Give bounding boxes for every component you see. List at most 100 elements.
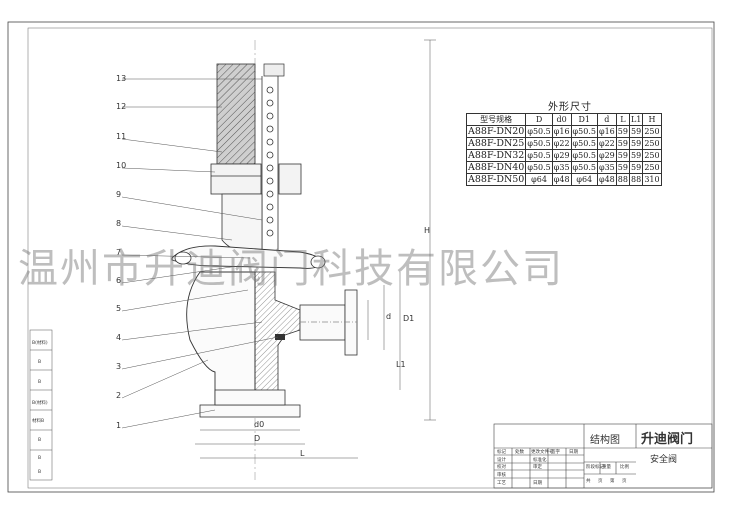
table-cell: φ50.5 <box>570 149 598 162</box>
callout-leaders <box>121 78 279 429</box>
callout-9: 9 <box>116 190 122 199</box>
part-name: 安全阀 <box>650 455 678 465</box>
col-header: 型号规格 <box>465 113 527 126</box>
table-cell: φ50.5 <box>525 161 553 174</box>
tb-design-label: 设计 <box>497 458 506 463</box>
table-row: A88F-DN32 φ50.5 φ29 φ50.5 φ29 59 59 250 <box>465 149 662 162</box>
inlet-flange <box>199 389 301 418</box>
callout-11: 11 <box>116 132 127 141</box>
table-cell: φ29 <box>596 149 617 162</box>
col-header: H <box>642 113 662 126</box>
table-cell: φ50.5 <box>525 125 553 138</box>
table-cell: 250 <box>642 149 662 162</box>
tb-quantity: 重量 <box>602 465 611 470</box>
table-cell: φ48 <box>551 173 572 186</box>
table-cell: 250 <box>642 137 662 150</box>
callout-12: 12 <box>116 102 127 111</box>
dim-d: d <box>386 312 392 321</box>
tb-date-label: 日期 <box>533 481 542 486</box>
dimension-lines <box>195 39 436 459</box>
handle-cylinder <box>216 63 285 165</box>
table-cell: 59 <box>628 149 644 162</box>
table-cell: A88F-DN20 <box>465 125 527 138</box>
title-block-frame <box>493 423 713 489</box>
table-cell: φ50.5 <box>570 125 598 138</box>
callout-4: 4 <box>116 333 122 342</box>
callout-3: 3 <box>116 362 122 371</box>
tb-sheet-total: 共 <box>586 479 591 484</box>
table-cell: 59 <box>628 161 644 174</box>
col-header: d0 <box>551 113 572 126</box>
side-block-cell: B <box>38 438 42 443</box>
tb-standardize-label: 标准化 <box>533 458 547 463</box>
side-block-cell: 材料B <box>32 419 45 424</box>
table-cell: A88F-DN25 <box>465 137 527 150</box>
valve-body <box>186 271 256 406</box>
col-header: D1 <box>570 113 598 126</box>
dimension-table: 型号规格 D d0 D1 d L L1 H A88F-DN20 φ50.5 φ1… <box>465 113 662 186</box>
table-cell: 59 <box>615 137 630 150</box>
tb-review-label: 审定 <box>533 465 542 470</box>
tb-header-cell: 处数 <box>515 450 524 455</box>
col-header: L <box>615 113 630 126</box>
side-block-cell: B <box>38 470 42 475</box>
table-title: 外形尺寸 <box>548 102 592 113</box>
bonnet-nut <box>210 163 302 195</box>
table-cell: 59 <box>615 161 630 174</box>
disc-seal <box>275 334 285 340</box>
table-row: A88F-DN40 φ50.5 φ35 φ50.5 φ35 59 59 250 <box>465 161 662 174</box>
col-header: d <box>596 113 617 126</box>
table-cell: 250 <box>642 125 662 138</box>
side-block-cell: B <box>38 456 42 461</box>
callout-1: 1 <box>116 421 122 430</box>
table-cell: φ16 <box>551 125 572 138</box>
callout-13: 13 <box>116 74 127 83</box>
table-cell: φ64 <box>525 173 553 186</box>
table-cell: φ22 <box>596 137 617 150</box>
table-cell: φ64 <box>570 173 598 186</box>
tb-craft-label: 工艺 <box>497 481 506 486</box>
side-block-cell: B(材料) <box>32 341 48 346</box>
drawing-frame <box>7 21 715 493</box>
callout-10: 10 <box>116 161 127 170</box>
dim-L: L <box>300 449 305 458</box>
table-cell: 88 <box>615 173 630 186</box>
dim-L1: L1 <box>396 360 406 369</box>
side-block <box>29 329 53 481</box>
tb-header-cell: 标记 <box>497 450 506 455</box>
table-cell: φ50.5 <box>525 149 553 162</box>
side-block-cell: B <box>38 360 42 365</box>
table-row: A88F-DN20 φ50.5 φ16 φ50.5 φ16 59 59 250 <box>465 125 662 138</box>
callout-6: 6 <box>116 276 122 285</box>
tb-sheet-no: 第 <box>610 479 615 484</box>
table-cell: 310 <box>642 173 662 186</box>
tb-header-cell: 更改文件号 <box>531 450 554 455</box>
dim-H: H <box>424 226 431 235</box>
table-cell: φ35 <box>596 161 617 174</box>
table-cell: 59 <box>615 149 630 162</box>
tb-scale: 比例 <box>620 465 629 470</box>
table-header-row: 型号规格 D d0 D1 d L L1 H <box>465 113 662 126</box>
table-cell: 250 <box>642 161 662 174</box>
company-name: 升迪阀门 <box>641 432 694 447</box>
side-block-cell: B <box>38 380 42 385</box>
table-cell: A88F-DN32 <box>465 149 527 162</box>
col-header: L1 <box>628 113 644 126</box>
watermark-text: 温州市升迪阀门科技有限公司 <box>18 246 564 292</box>
table-cell: φ35 <box>551 161 572 174</box>
callout-5: 5 <box>116 304 122 313</box>
spring <box>266 86 274 237</box>
outlet-pipe <box>299 289 358 356</box>
table-cell: 59 <box>628 137 644 150</box>
dim-D1: D1 <box>403 314 415 323</box>
tb-sheet-label2: 页 <box>622 479 627 484</box>
table-cell: 59 <box>628 125 644 138</box>
tb-header-cell: 签字 <box>551 450 560 455</box>
table-cell: φ16 <box>596 125 617 138</box>
table-cell: φ50.5 <box>570 161 598 174</box>
table-row: A88F-DN25 φ50.5 φ22 φ50.5 φ22 59 59 250 <box>465 137 662 150</box>
side-block-cell: B(材料) <box>32 401 48 406</box>
table-cell: φ50.5 <box>525 137 553 150</box>
table-cell: φ50.5 <box>570 137 598 150</box>
